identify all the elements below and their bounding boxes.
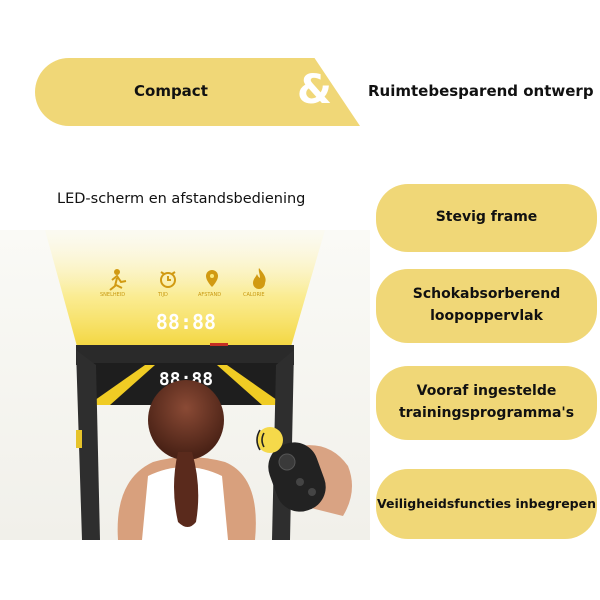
display-icon-labels: SNELHEID TIJD AFSTAND CALORIE [100,292,265,298]
time-label: TIJD [157,292,168,298]
console-indicator [210,343,228,346]
feature-line-2: trainingsprogramma's [398,405,575,421]
lane-stripe-right [217,365,284,405]
led-light-beam [45,230,325,350]
hand-with-remote [268,442,352,516]
runner [117,380,256,540]
console-bar [76,345,294,365]
location-pin-icon [206,270,218,287]
running-icon [109,269,127,291]
feature-line-1: Vooraf ingestelde [416,383,557,400]
left-rail-accent [76,430,82,448]
space-saving-label: Ruimtebesparend ontwerp [368,82,594,100]
led-readout-top: 88:88 [156,310,216,334]
flame-icon [253,268,266,289]
lane-stripe-left [88,365,155,405]
feature-shock-absorbing: Schokabsorberend loopoppervlak [376,269,597,343]
left-rail [76,350,100,540]
feature-line-1: Schokabsorberend [412,286,561,303]
led-remote-caption: LED-scherm en afstandsbediening [57,191,306,207]
feature-sturdy-frame: Stevig frame [376,184,597,252]
speed-label: SNELHEID [100,292,125,298]
compact-label: Compact [134,82,208,100]
calorie-label: CALORIE [243,292,265,298]
treadmill-illustration: SNELHEID TIJD AFSTAND CALORIE 88:88 88:8… [0,230,370,540]
feature-line-2: loopoppervlak [430,308,543,324]
ampersand: & [297,67,332,113]
distance-label: AFSTAND [198,292,221,298]
feature-label: Veiligheidsfuncties inbegrepen [376,496,597,512]
wireless-signal-icon [256,427,283,453]
clock-icon [160,271,176,288]
feature-label: Stevig frame [435,209,538,226]
top-banner [35,58,360,126]
feature-preset-programs: Vooraf ingestelde trainingsprogramma's [376,366,597,440]
feature-safety: Veiligheidsfuncties inbegrepen [376,469,597,539]
